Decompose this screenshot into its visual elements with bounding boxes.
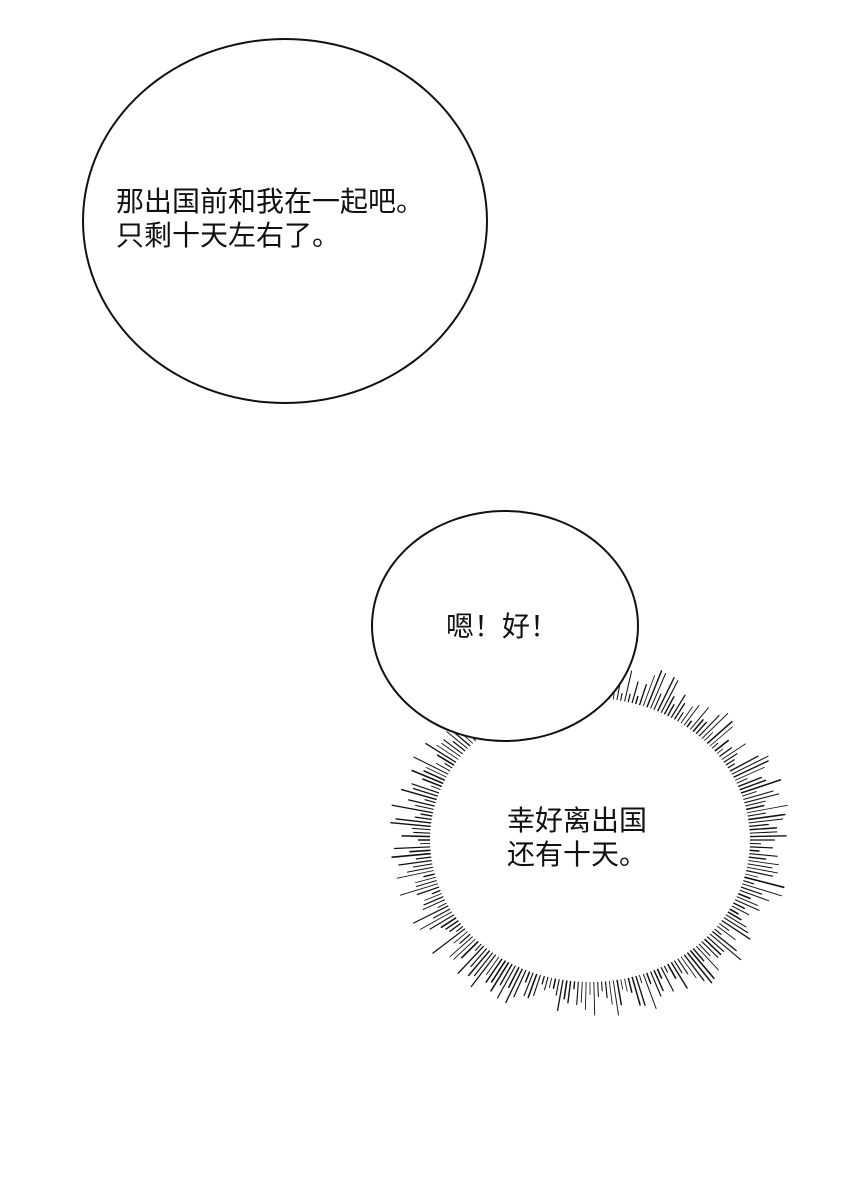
- text-line: 只剩十天左右了。: [116, 219, 341, 252]
- speech-bubble-middle: [371, 510, 639, 742]
- speech-bubble-middle-text: 嗯！好！: [446, 610, 558, 644]
- text-line: 嗯！好！: [446, 610, 559, 643]
- text-line: 还有十天。: [507, 838, 648, 871]
- text-line: 那出国前和我在一起吧。: [116, 185, 425, 218]
- speech-bubble-top-text: 那出国前和我在一起吧。 只剩十天左右了。: [116, 185, 424, 253]
- speech-bubble-top: [82, 38, 488, 404]
- text-line: 幸好离出国: [507, 804, 648, 837]
- thought-burst-text: 幸好离出国 还有十天。: [507, 804, 647, 872]
